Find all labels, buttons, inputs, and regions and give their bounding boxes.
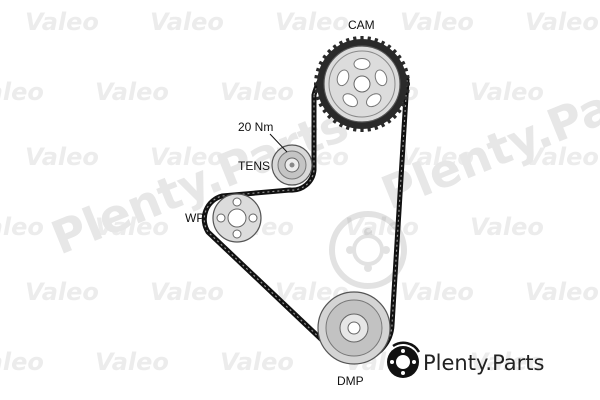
- watermark-disc-icon: [329, 211, 407, 289]
- sprocket-tooth: [352, 125, 358, 132]
- torque-spec-label: 20 Nm: [238, 120, 273, 134]
- watermark-brand-text: Valeo: [25, 8, 99, 36]
- sprocket-tooth: [326, 112, 334, 120]
- sprocket-tooth: [318, 60, 326, 67]
- sprocket-tooth: [315, 95, 323, 101]
- watermark-brand-text: Valeo: [150, 143, 224, 171]
- sprocket-tooth: [403, 74, 410, 80]
- sprocket-tooth: [379, 40, 386, 48]
- watermark-brand-text: Valeo: [95, 348, 169, 376]
- damper-pulley: [317, 291, 391, 365]
- sprocket-tooth: [322, 54, 329, 61]
- tensioner-label: TENS: [238, 159, 270, 173]
- watermark-brand-text: Valeo: [0, 213, 44, 241]
- sprocket-tooth: [326, 48, 334, 56]
- sprocket-tooth: [332, 44, 339, 51]
- sprocket-tooth: [398, 101, 406, 108]
- cam-label: CAM: [348, 18, 375, 32]
- sprocket-tooth: [332, 117, 339, 124]
- cam-pulley-hole: [374, 69, 388, 87]
- watermark-brand-text: Valeo: [150, 8, 224, 36]
- watermark-brand-text: Valeo: [525, 8, 599, 36]
- sprocket-tooth: [315, 67, 323, 73]
- sprocket-tooth: [395, 107, 402, 114]
- water-pump-label: WP: [185, 211, 204, 225]
- sprocket-tooth: [338, 40, 345, 48]
- sprocket-tooth: [373, 37, 379, 45]
- watermark-brand-text: Valeo: [525, 278, 599, 306]
- water-pump-pulley: [212, 193, 262, 243]
- sprocket-tooth: [314, 82, 320, 86]
- sprocket-tooth: [379, 120, 386, 128]
- sprocket-tooth: [398, 60, 406, 67]
- watermark-brand-text: Valeo: [400, 143, 474, 171]
- watermark-brand-text: Valeo: [345, 213, 419, 241]
- cam-pulley-hole: [353, 58, 371, 70]
- sprocket-tooth: [401, 95, 409, 101]
- watermark-brand-text: Valeo: [220, 348, 294, 376]
- cam-pulley-hole: [342, 93, 358, 108]
- sprocket-tooth: [401, 67, 409, 73]
- watermark-brand-text: Valeo: [220, 78, 294, 106]
- watermark-brand-text: Valeo: [25, 278, 99, 306]
- sprocket-tooth: [395, 54, 402, 61]
- plenty-parts-logo: Plenty.Parts: [387, 341, 544, 378]
- cam-pulley: [314, 36, 410, 132]
- sprocket-tooth: [318, 101, 326, 108]
- watermark-brand-text: Valeo: [470, 213, 544, 241]
- sprocket-tooth: [390, 112, 398, 120]
- cam-pulley-hole: [336, 69, 350, 87]
- watermark-brand-text: Valeo: [0, 78, 44, 106]
- sprocket-tooth: [403, 88, 410, 94]
- watermark-brand-text: Valeo: [25, 143, 99, 171]
- sprocket-tooth: [385, 44, 392, 51]
- watermark-brand-text: Valeo: [95, 78, 169, 106]
- sprocket-tooth: [322, 107, 329, 114]
- plenty-parts-logo-text: Plenty.Parts: [423, 351, 544, 375]
- brake-disc-icon: [387, 341, 421, 378]
- watermark-brand-text: Valeo: [470, 348, 544, 376]
- cam-pulley-hole: [366, 93, 382, 108]
- sprocket-tooth: [360, 36, 364, 42]
- watermark-brand-text: Valeo: [400, 8, 474, 36]
- sprocket-tooth: [366, 125, 372, 132]
- sprocket-tooth: [338, 120, 345, 128]
- damper-label: DMP: [337, 374, 364, 388]
- watermark-brand-text: Valeo: [275, 8, 349, 36]
- watermark-brand-text: Valeo: [470, 78, 544, 106]
- sprocket-tooth: [366, 36, 372, 43]
- watermark-brand-text: Valeo: [525, 143, 599, 171]
- watermark-brand-text: Valeo: [150, 278, 224, 306]
- sprocket-tooth: [385, 117, 392, 124]
- sprocket-tooth: [345, 37, 351, 45]
- watermark-brand-text: Valeo: [0, 348, 44, 376]
- tensioner-pulley: [271, 144, 313, 186]
- sprocket-tooth: [373, 123, 379, 131]
- sprocket-tooth: [360, 126, 364, 132]
- sprocket-tooth: [404, 82, 410, 86]
- sprocket-tooth: [390, 48, 398, 56]
- watermark-brand-text: Valeo: [95, 213, 169, 241]
- watermark-brand-text: Valeo: [400, 278, 474, 306]
- sprocket-tooth: [314, 74, 321, 80]
- sprocket-tooth: [314, 88, 321, 94]
- sprocket-tooth: [345, 123, 351, 131]
- torque-leader-line: [269, 133, 288, 153]
- sprocket-tooth: [352, 36, 358, 43]
